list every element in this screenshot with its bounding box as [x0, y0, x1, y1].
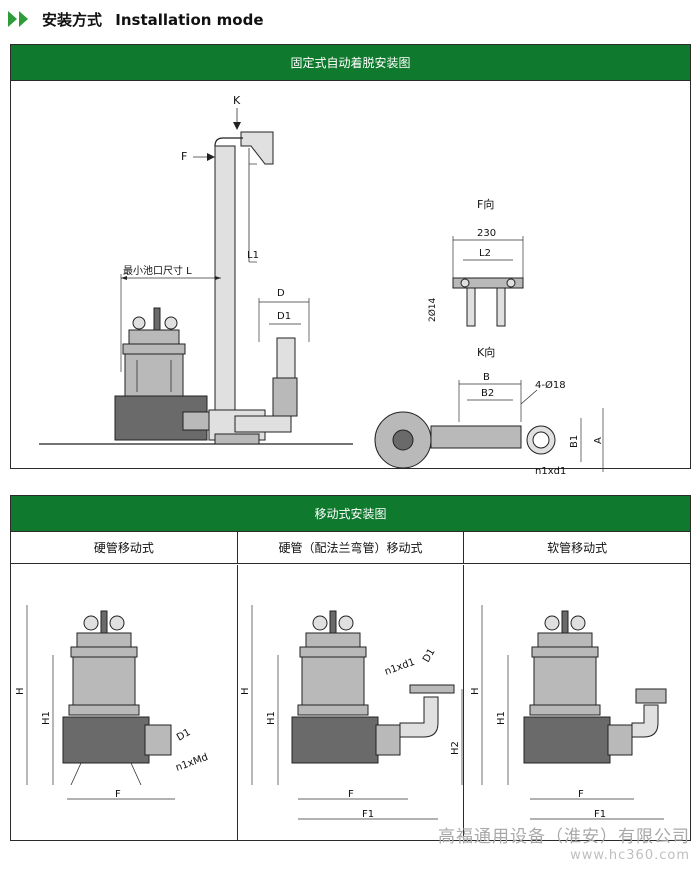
label-d1: D1 — [277, 311, 291, 322]
double-chevron-right-icon — [8, 11, 30, 27]
flange-h1: H1 — [266, 711, 277, 725]
mobile-subheads: 硬管移动式 硬管（配法兰弯管）移动式 软管移动式 — [11, 532, 690, 564]
f-view-title: F向 — [477, 197, 494, 211]
f-view-side: 2Ø14 — [427, 297, 438, 322]
flange-d1: D1 — [421, 647, 438, 665]
watermark-company: 高福通用设备（淮安）有限公司 — [438, 827, 690, 847]
mobile-installation-title: 移动式安装图 — [11, 496, 690, 532]
drawing-hard-pipe: H H1 F D1 n1xMd — [11, 565, 237, 840]
drawing-soft-pipe: H H1 F F1 — [463, 565, 690, 840]
k-view-title: K向 — [477, 345, 495, 359]
section-title: 安装方式 Installation mode — [42, 9, 264, 30]
k-view-b: B — [483, 372, 490, 383]
soft-h: H — [470, 687, 481, 695]
hard-d1: D1 — [175, 727, 193, 744]
label-d: D — [277, 288, 285, 299]
drawing-hard-pipe-flange: H H1 H2 n1xd1 D1 F F1 — [236, 565, 464, 840]
flange-h2: H2 — [450, 741, 461, 755]
subhead-soft-pipe: 软管移动式 — [463, 532, 690, 563]
hard-pipe-svg: H H1 F D1 n1xMd — [15, 605, 210, 800]
soft-h1: H1 — [496, 711, 507, 725]
flange-f: F — [348, 789, 354, 800]
soft-f1: F1 — [594, 809, 606, 820]
label-f: F — [181, 150, 187, 163]
section-title-en: Installation mode — [115, 10, 264, 29]
fixed-installation-title: 固定式自动着脱安装图 — [11, 45, 690, 81]
mobile-installation-panel: 移动式安装图 硬管移动式 硬管（配法兰弯管）移动式 软管移动式 H H1 — [10, 495, 691, 841]
flange-h: H — [240, 687, 251, 695]
fixed-installation-panel: 固定式自动着脱安装图 K F L1 最小池口尺寸 L — [10, 44, 691, 477]
k-view-b1: B1 — [569, 435, 580, 448]
soft-f: F — [578, 789, 584, 800]
label-k: K — [233, 94, 241, 107]
flange-n1: n1xd1 — [383, 657, 416, 678]
watermark-url: www.hc360.com — [570, 848, 690, 863]
k-view-a: A — [593, 437, 604, 444]
hard-h1: H1 — [41, 711, 52, 725]
mobile-drawings: H H1 F D1 n1xMd H — [11, 565, 690, 840]
fixed-install-drawing: K F L1 最小池口尺寸 L — [39, 94, 604, 477]
hard-n1: n1xMd — [174, 752, 209, 774]
hard-f: F — [115, 789, 121, 800]
f-view-dim-230: 230 — [477, 228, 496, 239]
label-l1: L1 — [247, 250, 259, 261]
subhead-hard-pipe: 硬管移动式 — [93, 541, 154, 555]
k-view-holes: 4-Ø18 — [535, 379, 566, 391]
section-title-cn: 安装方式 — [42, 10, 103, 29]
section-header: 安装方式 Installation mode — [8, 6, 264, 32]
k-view-n1d1: n1xd1 — [535, 466, 566, 477]
hard-h: H — [15, 687, 26, 695]
hard-pipe-flange-svg: H H1 H2 n1xd1 D1 F F1 — [240, 605, 463, 820]
soft-pipe-svg: H H1 F F1 — [470, 605, 667, 820]
subhead-hard-pipe-flange: 硬管（配法兰弯管）移动式 — [236, 532, 464, 563]
k-view-b2: B2 — [481, 388, 494, 399]
f-view-l2: L2 — [479, 248, 491, 259]
label-min-pool: 最小池口尺寸 L — [123, 264, 192, 277]
flange-f1: F1 — [362, 809, 374, 820]
